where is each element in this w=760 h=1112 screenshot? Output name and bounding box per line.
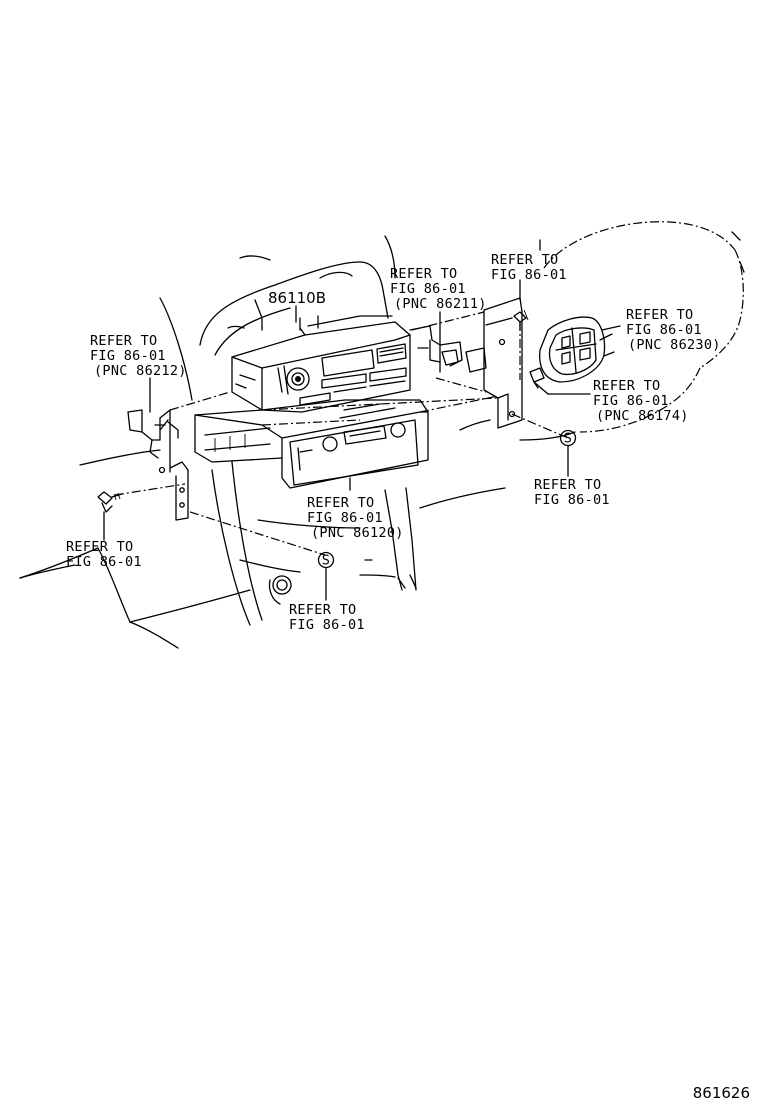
dash-right-outline	[543, 221, 745, 433]
callout-right-lower: REFER TO FIG 86-01	[534, 477, 610, 508]
callout-right-upper-line2: FIG 86-01	[626, 322, 702, 338]
dashboard-outline	[19, 235, 576, 649]
callout-right-mid-line1: REFER TO	[593, 378, 660, 394]
leader-lines	[103, 239, 621, 601]
callout-right-upper: REFER TO FIG 86-01 (PNC 86230)	[626, 307, 721, 353]
callout-center-lower-line3: (PNC 86120)	[311, 525, 404, 541]
screw-marker-right-label: S	[564, 431, 572, 447]
callout-center-upper-line2: FIG 86-01	[390, 281, 466, 297]
callout-right-upper-line1: REFER TO	[626, 307, 693, 323]
right-bracket	[465, 297, 529, 429]
callout-left-lower-line2: FIG 86-01	[66, 554, 142, 570]
screw-marker-right: S	[559, 429, 577, 447]
callout-center-lower-line1: REFER TO	[307, 495, 374, 511]
callout-left-lower-line1: REFER TO	[66, 539, 133, 555]
cassette-unit-86120	[194, 399, 429, 489]
callout-left-upper-line3: (PNC 86212)	[94, 363, 187, 379]
screw-marker-bottom-label: S	[322, 553, 330, 569]
callout-bottom-line1: REFER TO	[289, 602, 356, 618]
callout-center-lower-line2: FIG 86-01	[307, 510, 383, 526]
callout-top-right: REFER TO FIG 86-01	[491, 252, 567, 283]
callout-left-upper-line1: REFER TO	[90, 333, 157, 349]
callout-right-lower-line2: FIG 86-01	[534, 492, 610, 508]
callout-right-lower-line1: REFER TO	[534, 477, 601, 493]
figure-number: 861626	[693, 1084, 750, 1102]
part-86110b-label: 86110B	[268, 289, 326, 307]
head-unit-86110b	[231, 315, 411, 413]
callout-bottom: REFER TO FIG 86-01	[289, 602, 365, 633]
screw-marker-bottom: S	[317, 551, 335, 569]
callout-right-mid-line3: (PNC 86174)	[596, 408, 689, 424]
callout-center-lower: REFER TO FIG 86-01 (PNC 86120)	[307, 495, 404, 541]
callout-right-mid-line2: FIG 86-01	[593, 393, 669, 409]
switch-assembly-86230	[529, 316, 615, 389]
callout-center-upper-line3: (PNC 86211)	[394, 296, 487, 312]
callout-center-upper: REFER TO FIG 86-01 (PNC 86211)	[390, 266, 487, 312]
center-bracket-86211	[409, 325, 463, 373]
callout-left-upper-line2: FIG 86-01	[90, 348, 166, 364]
callout-right-mid: REFER TO FIG 86-01 (PNC 86174)	[593, 378, 689, 424]
callout-top-right-line2: FIG 86-01	[491, 267, 567, 283]
assembly-guides	[114, 311, 569, 556]
callout-center-upper-line1: REFER TO	[390, 266, 457, 282]
callout-left-lower: REFER TO FIG 86-01	[66, 539, 142, 570]
callout-left-upper: REFER TO FIG 86-01 (PNC 86212)	[90, 333, 187, 379]
left-bracket-86212	[127, 409, 189, 521]
callout-bottom-line2: FIG 86-01	[289, 617, 365, 633]
callout-right-upper-line3: (PNC 86230)	[628, 337, 721, 353]
callout-top-right-line1: REFER TO	[491, 252, 558, 268]
